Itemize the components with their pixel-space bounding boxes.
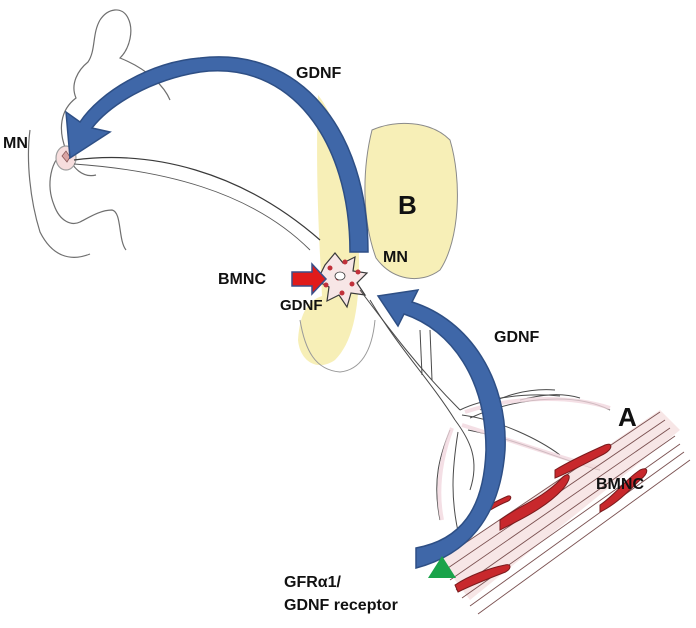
- red-arrow-icon: [291, 262, 328, 296]
- axon-upper: [73, 157, 321, 241]
- ganglion-area: [298, 95, 458, 373]
- label-mn-left: MN: [3, 135, 28, 152]
- label-a: A: [618, 402, 637, 432]
- label-bmnc-right: BMNC: [596, 476, 644, 493]
- axon-upper-2: [73, 163, 311, 251]
- label-b: B: [398, 190, 417, 220]
- label-receptor-line1: GFRα1/: [284, 574, 341, 591]
- label-gdnf-top: GDNF: [296, 65, 342, 82]
- label-receptor-line2: GDNF receptor: [284, 597, 398, 614]
- label-mn-center: MN: [383, 249, 408, 266]
- gdnf-arrow-to-ganglion-mn: [376, 289, 506, 569]
- muscle-fibres: [439, 410, 691, 615]
- central-neuron: [316, 252, 369, 309]
- label-gdnf-right: GDNF: [494, 329, 540, 346]
- gdnf-arrow-to-spinal-mn: [65, 56, 369, 253]
- label-gdnf-center: GDNF: [280, 297, 323, 314]
- green-triangle-icon: [428, 556, 456, 578]
- label-bmnc-center: BMNC: [218, 271, 266, 288]
- spinal-cord: [27, 9, 171, 258]
